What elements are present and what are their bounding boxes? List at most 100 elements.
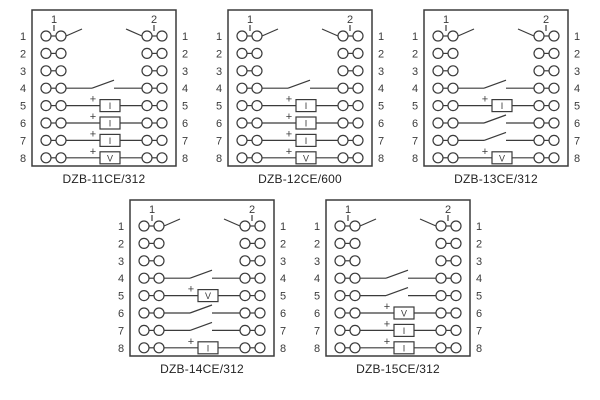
terminal-circle [450,220,462,232]
row-number-left: 4 [20,83,26,95]
terminal-circle [254,220,266,232]
terminal-circle [55,99,67,112]
column-header-1: 1 [51,14,57,26]
row-number-left: 4 [216,83,222,95]
terminal-circle [40,30,52,42]
column-header-2: 2 [543,14,549,26]
row-number-left: 7 [118,325,124,337]
terminal-circle [239,272,251,284]
terminal-circle [435,237,447,250]
coil-letter: I [109,136,112,146]
row-number-right: 7 [476,325,482,337]
polarity-plus: + [286,111,292,123]
row-number-left: 8 [118,343,124,355]
polarity-plus: + [384,318,390,330]
terminal-circle [55,30,67,42]
row-number-right: 5 [182,101,188,113]
row-number-right: 8 [182,153,188,165]
row-number-left: 5 [412,101,418,113]
terminal-circle [334,272,346,284]
polarity-plus: + [90,111,96,123]
row-number-right: 6 [476,308,482,320]
terminal-circle [349,324,361,336]
terminal-circle [141,117,153,129]
terminal-circle [432,152,444,164]
diagram-label: DZB-11CE/312 [62,172,146,186]
terminal-circle [141,152,153,164]
terminal-circle [239,324,251,336]
terminal-circle [141,30,153,42]
terminal-circle [349,272,361,284]
row-number-right: 3 [378,66,384,78]
terminal-circle [352,47,364,60]
contact-blade [189,269,213,279]
terminal-circle [447,117,459,129]
coil-letter: I [403,326,406,336]
terminal-circle [251,117,263,129]
terminal-circle [251,30,263,42]
row-number-right: 8 [280,343,286,355]
terminal-circle [236,82,248,94]
terminal-circle [548,30,560,42]
terminal-circle [40,82,52,94]
contact-blade [385,287,409,297]
contact-blade [189,304,213,314]
row-number-left: 8 [20,153,26,165]
coil-letter: I [305,101,308,111]
terminal-circle [432,134,444,146]
terminal-circle [435,307,447,319]
terminal-circle [141,99,153,112]
polarity-plus: + [286,146,292,158]
coil-letter: V [303,153,309,163]
terminal-circle [548,82,560,94]
row-number-left: 2 [216,48,222,60]
terminal-circle [251,99,263,112]
terminal-circle [239,307,251,319]
terminal-circle [533,82,545,94]
terminal-circle [334,324,346,336]
row-number-right: 3 [280,256,286,268]
coil-letter: I [403,343,406,353]
terminal-circle [334,255,346,267]
polarity-plus: + [286,128,292,140]
terminal-circle [156,65,168,77]
terminal-circle [450,272,462,284]
terminal-circle [40,152,52,164]
row-number-right: 4 [378,83,384,95]
terminal-circle [352,30,364,42]
row-number-left: 1 [412,31,418,43]
terminal-circle [349,220,361,232]
row-number-right: 1 [476,221,482,233]
row-number-left: 8 [314,343,320,355]
coil-letter: I [109,101,112,111]
terminal-circle [236,30,248,42]
row-number-left: 6 [412,118,418,130]
terminal-circle [55,152,67,164]
contact-blade [483,114,507,124]
terminal-circle [138,237,150,250]
row-number-right: 8 [378,153,384,165]
coil-letter: I [207,343,210,353]
row-number-right: 4 [574,83,580,95]
coil-letter: V [107,153,113,163]
terminal-circle [236,47,248,60]
terminal-circle [239,237,251,250]
diagram-label: DZB-14CE/312 [160,362,244,376]
row-number-right: 7 [280,325,286,337]
terminal-circle [254,255,266,267]
terminal-circle [533,47,545,60]
terminal-circle [55,65,67,77]
contact-blade [65,28,83,37]
terminal-circle [349,342,361,354]
row-number-left: 8 [216,153,222,165]
